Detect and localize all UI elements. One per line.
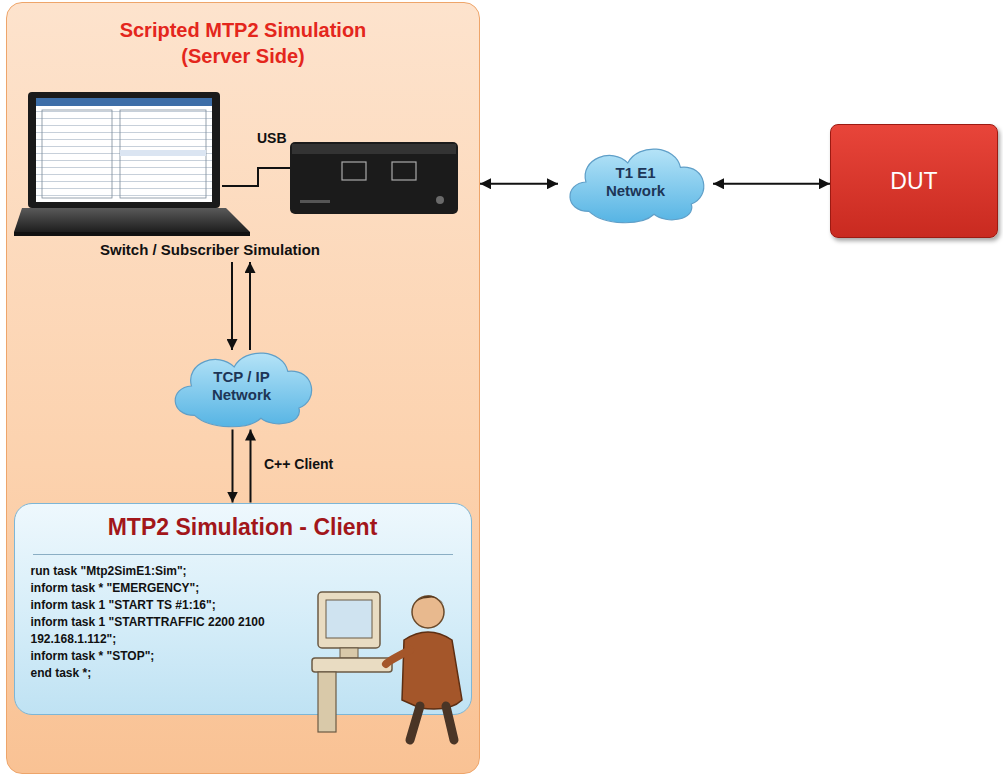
port-label: USB (257, 130, 297, 146)
script-line: run task "Mtp2SimE1:Sim"; (27, 563, 306, 580)
script-line: inform task * "STOP"; (27, 648, 306, 665)
link-label: C++ Client (264, 456, 364, 472)
script-line: inform task 1 "START TS #1:16"; (27, 597, 306, 614)
network-cloud: T1 E1 Network (558, 138, 713, 226)
connector-line (480, 183, 558, 185)
network-cloud: TCP / IP Network (163, 342, 321, 430)
caption-label: Switch / Subscriber Simulation (60, 241, 360, 258)
node-text: T1 E1 Network (587, 164, 683, 200)
script-line: inform task * "EMERGENCY"; (27, 580, 306, 597)
connector (713, 183, 830, 184)
node-text: DUT (890, 168, 937, 195)
device-box: DUT (830, 124, 998, 238)
client-box: MTP2 Simulation - Client run task "Mtp2Si… (14, 503, 472, 715)
panel-title: Scripted MTP2 Simulation (Server Side) (98, 17, 388, 69)
script-line: inform task 1 "STARTTRAFFIC 2200 2100 19… (27, 614, 306, 648)
connector-line (713, 183, 830, 185)
server-panel: Scripted MTP2 Simulation (Server Side) TC… (6, 2, 480, 774)
script-line: end task *; (27, 665, 306, 682)
connector (480, 183, 558, 184)
client-heading: MTP2 Simulation - Client (33, 512, 453, 555)
node-text: TCP / IP Network (193, 368, 291, 404)
